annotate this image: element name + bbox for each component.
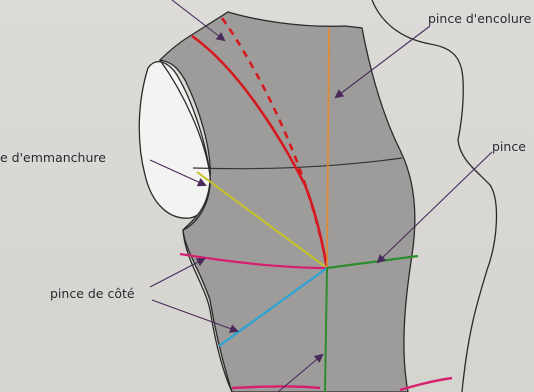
label-pince-right: pince — [492, 141, 526, 154]
label-pince-cote: pince de côté — [50, 288, 135, 301]
label-pince-encolure: pince d'encolure — [428, 13, 531, 26]
label-pince-emmanchure: e d'emmanchure — [0, 152, 106, 165]
waistline-right — [400, 378, 452, 390]
